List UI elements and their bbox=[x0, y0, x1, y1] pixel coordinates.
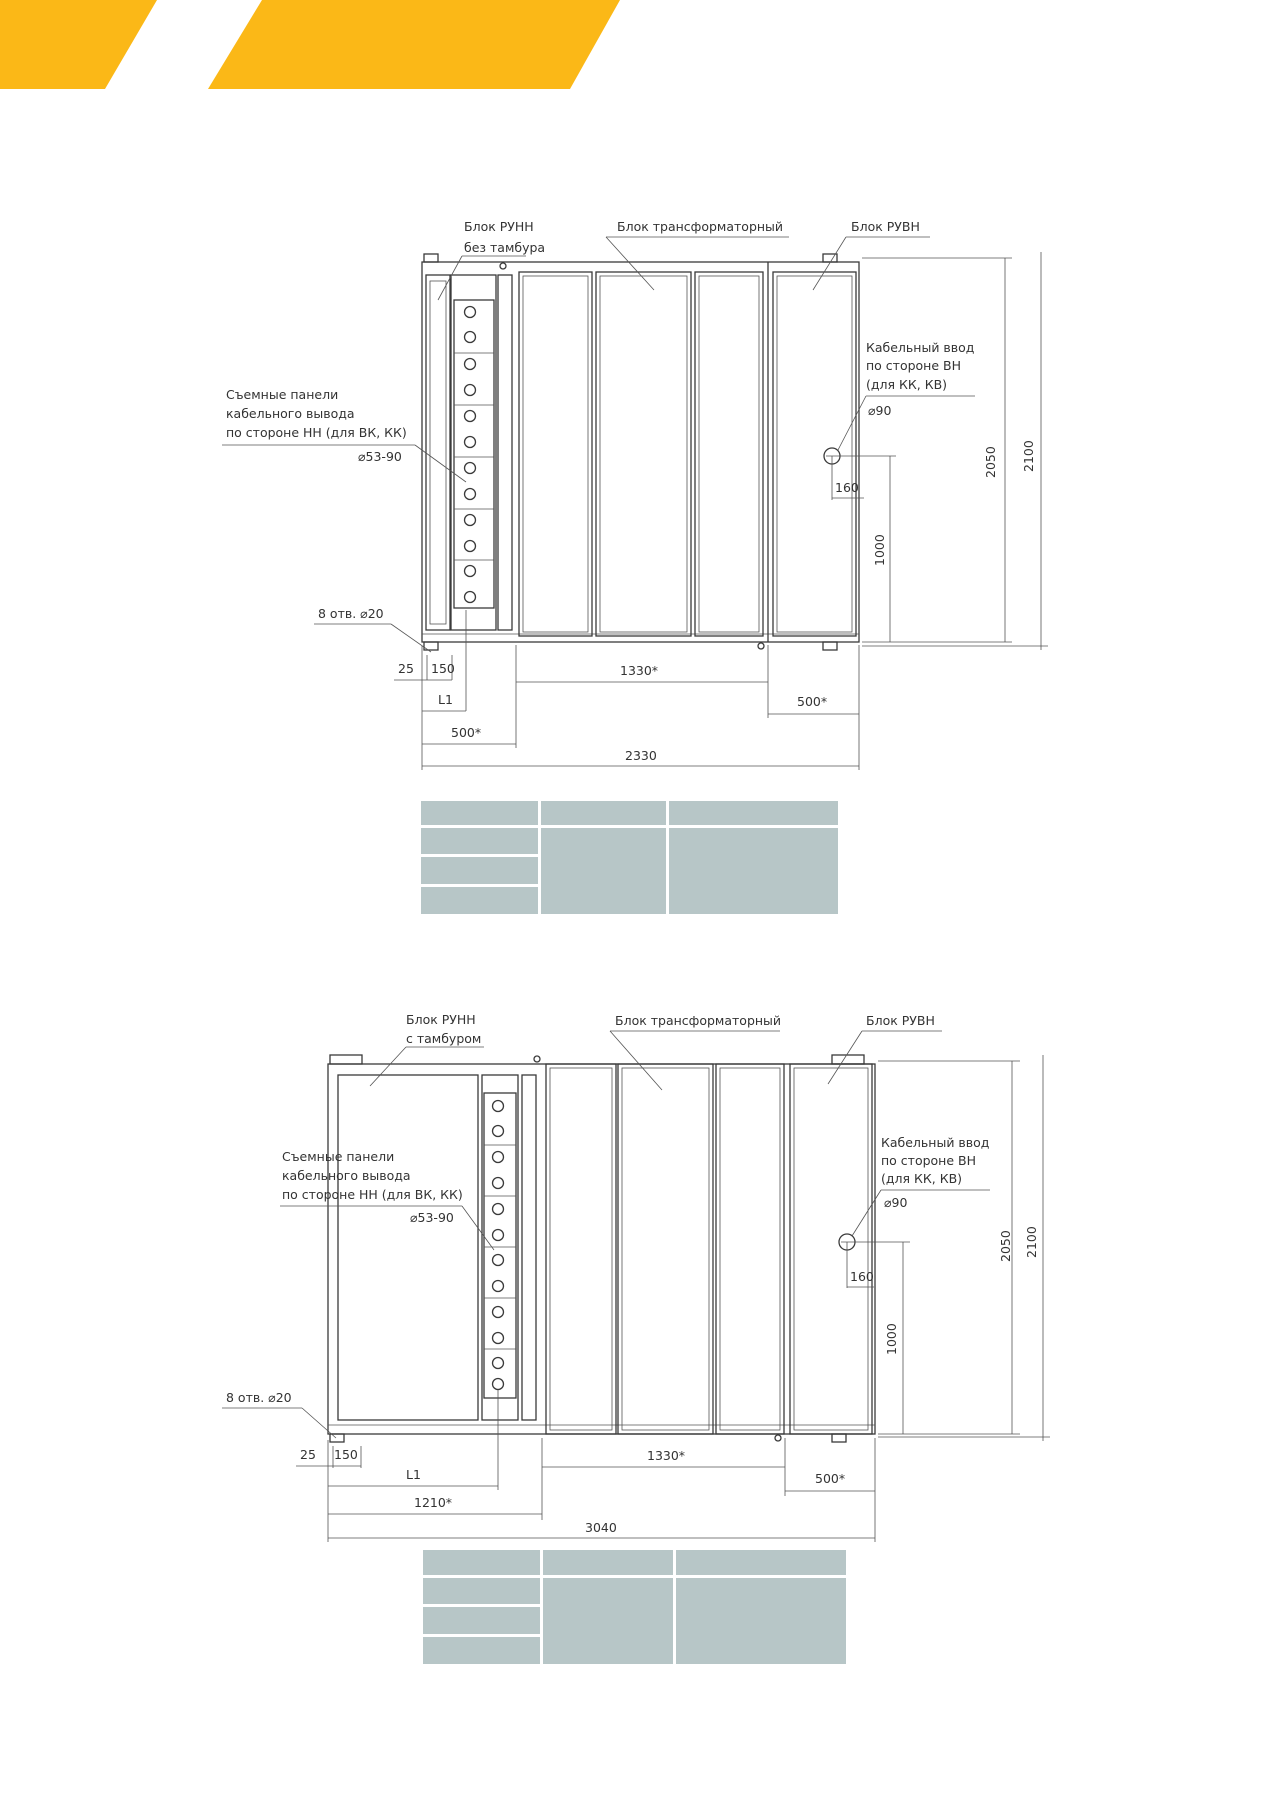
dim-150: 150 bbox=[431, 661, 455, 676]
table-cell bbox=[423, 1578, 540, 1604]
table-cell bbox=[676, 1550, 846, 1575]
lug bbox=[423, 641, 439, 651]
cable-panels bbox=[453, 299, 495, 609]
table-cell bbox=[421, 828, 538, 854]
table-cell bbox=[543, 1550, 673, 1575]
lug bbox=[822, 641, 838, 651]
header-stripe-left bbox=[0, 0, 157, 89]
dim-1000: 1000 bbox=[884, 1323, 899, 1355]
dim-500-right: 500* bbox=[797, 694, 827, 709]
label-cable-hv-1: Кабельный ввод bbox=[881, 1135, 989, 1150]
dim-25: 25 bbox=[398, 661, 414, 676]
label-cable-hv-dia: ⌀90 bbox=[868, 403, 891, 418]
table-cell bbox=[421, 801, 538, 825]
dim-2050: 2050 bbox=[998, 1230, 1013, 1262]
dim-150: 150 bbox=[334, 1447, 358, 1462]
label-panels-1: Съемные панели bbox=[282, 1149, 394, 1164]
dim-L1: L1 bbox=[438, 692, 453, 707]
dim-3040: 3040 bbox=[585, 1520, 617, 1535]
dim-2100: 2100 bbox=[1021, 440, 1036, 472]
lug bbox=[329, 1433, 345, 1443]
table-cell bbox=[676, 1578, 846, 1664]
label-cable-hv-3: (для КК, КВ) bbox=[881, 1171, 962, 1186]
dim-1000: 1000 bbox=[872, 534, 887, 566]
label-holes: 8 отв. ⌀20 bbox=[226, 1390, 292, 1405]
label-cable-hv-dia: ⌀90 bbox=[884, 1195, 907, 1210]
dim-160: 160 bbox=[835, 480, 859, 495]
table-cell bbox=[541, 828, 666, 914]
table-cell bbox=[669, 828, 838, 914]
label-ruvn: Блок РУВН bbox=[851, 219, 920, 234]
transformer-panel bbox=[518, 271, 593, 637]
dim-1330: 1330* bbox=[647, 1448, 685, 1463]
label-transformer: Блок трансформаторный bbox=[617, 219, 783, 234]
label-cable-hv-1: Кабельный ввод bbox=[866, 340, 974, 355]
label-panels-2: кабельного вывода bbox=[226, 406, 355, 421]
table-cell bbox=[669, 801, 838, 825]
label-ruvn: Блок РУВН bbox=[866, 1013, 935, 1028]
transformer-panel bbox=[715, 1063, 785, 1435]
vestibule bbox=[337, 1074, 479, 1421]
table-bottom bbox=[423, 1550, 846, 1664]
table-cell bbox=[423, 1637, 540, 1664]
transformer-panel bbox=[617, 1063, 714, 1435]
lug bbox=[831, 1433, 847, 1443]
lug bbox=[831, 1054, 865, 1065]
label-panels-1: Съемные панели bbox=[226, 387, 338, 402]
diagram-top: Блок РУНН без тамбура Блок трансформатор… bbox=[222, 219, 1048, 770]
label-panels-dia: ⌀53-90 bbox=[410, 1210, 454, 1225]
table-cell bbox=[421, 857, 538, 884]
table-top bbox=[421, 801, 838, 914]
label-rynn-variant: без тамбура bbox=[464, 240, 545, 255]
transformer-panel bbox=[595, 271, 692, 637]
label-cable-hv-2: по стороне ВН bbox=[881, 1153, 976, 1168]
outline bbox=[421, 261, 860, 643]
label-panels-3: по стороне НН (для ВК, КК) bbox=[226, 425, 407, 440]
dim-1330: 1330* bbox=[620, 663, 658, 678]
dim-2330: 2330 bbox=[625, 748, 657, 763]
table-cell bbox=[421, 887, 538, 914]
header-banner bbox=[0, 0, 620, 89]
transformer-panel bbox=[545, 1063, 617, 1435]
label-rynn: Блок РУНН bbox=[406, 1012, 476, 1027]
dim-500-left: 500* bbox=[451, 725, 481, 740]
dim-1210: 1210* bbox=[414, 1495, 452, 1510]
label-panels-3: по стороне НН (для ВК, КК) bbox=[282, 1187, 463, 1202]
label-rynn: Блок РУНН bbox=[464, 219, 534, 234]
label-panels-2: кабельного вывода bbox=[282, 1168, 411, 1183]
cable-panels bbox=[483, 1092, 517, 1399]
dim-2050: 2050 bbox=[983, 446, 998, 478]
lug bbox=[329, 1054, 363, 1065]
ruvn-panel bbox=[789, 1063, 873, 1435]
diagram-bottom: Блок РУНН с тамбуром Блок трансформаторн… bbox=[222, 1012, 1050, 1542]
ruvn-panel bbox=[772, 271, 857, 637]
dim-160: 160 bbox=[850, 1269, 874, 1284]
label-cable-hv-2: по стороне ВН bbox=[866, 358, 961, 373]
lug bbox=[423, 253, 439, 263]
header-stripe-right bbox=[208, 0, 620, 89]
table-cell bbox=[543, 1578, 673, 1664]
label-panels-dia: ⌀53-90 bbox=[358, 449, 402, 464]
dim-25: 25 bbox=[300, 1447, 316, 1462]
dim-500: 500* bbox=[815, 1471, 845, 1486]
outline bbox=[327, 1063, 876, 1435]
label-cable-hv-3: (для КК, КВ) bbox=[866, 377, 947, 392]
transformer-panel bbox=[694, 271, 764, 637]
dim-L1: L1 bbox=[406, 1467, 421, 1482]
table-cell bbox=[423, 1607, 540, 1634]
label-holes: 8 отв. ⌀20 bbox=[318, 606, 384, 621]
dim-2100: 2100 bbox=[1024, 1226, 1039, 1258]
label-rynn-variant: с тамбуром bbox=[406, 1031, 481, 1046]
label-transformer: Блок трансформаторный bbox=[615, 1013, 781, 1028]
table-cell bbox=[423, 1550, 540, 1575]
table-cell bbox=[541, 801, 666, 825]
